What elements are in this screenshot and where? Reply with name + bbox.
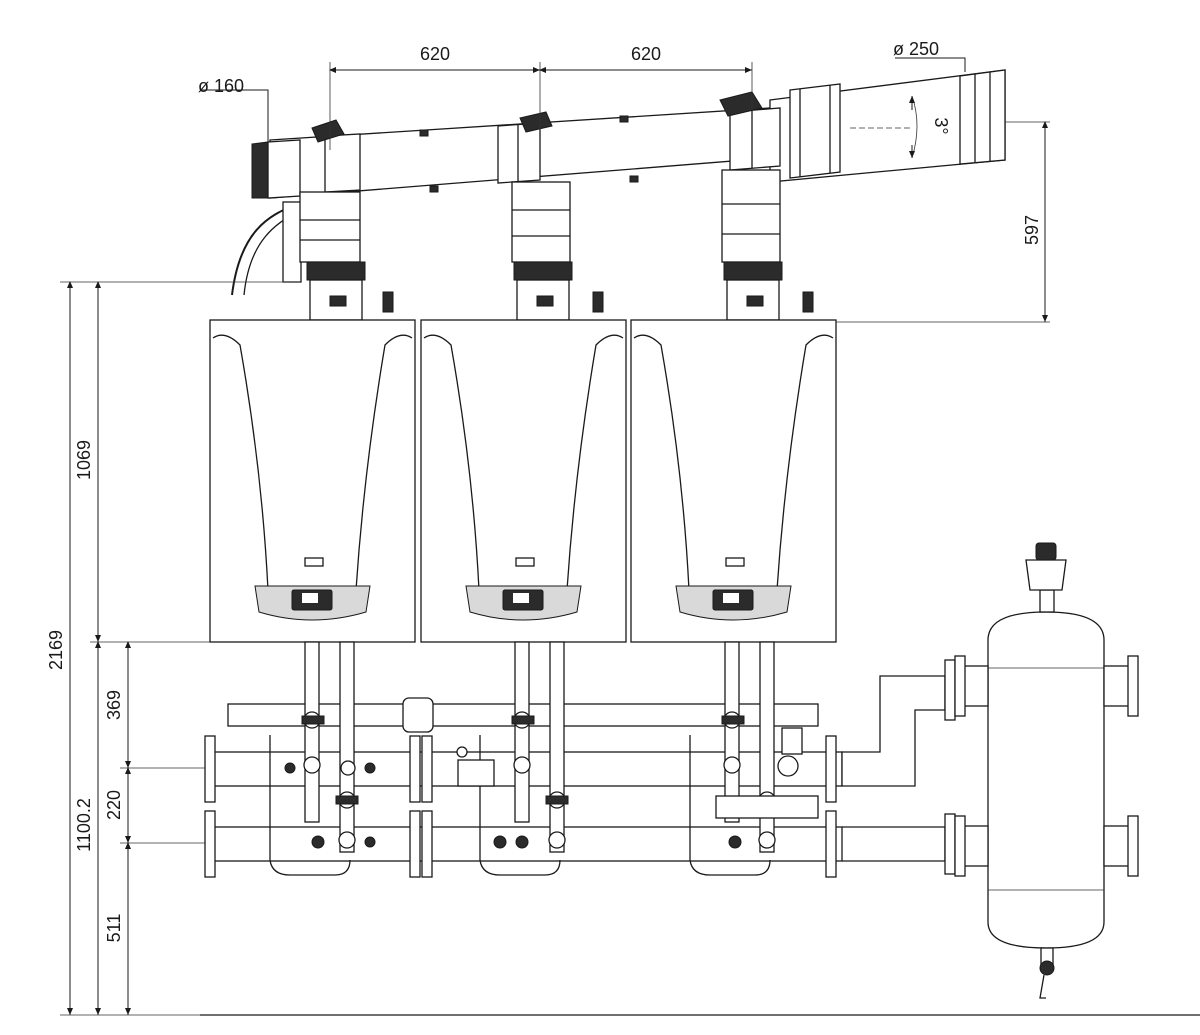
dimension-lines xyxy=(60,57,1050,1016)
dim-spacing-1: 620 xyxy=(420,44,450,64)
valve-set-1 xyxy=(284,641,376,853)
dim-flue-diameter-small: ø 160 xyxy=(198,76,244,96)
dim-pipe-spacing: 220 xyxy=(104,790,124,820)
hydraulic-manifold xyxy=(204,641,956,878)
boiler-unit-1 xyxy=(209,319,416,643)
valve-set-3 xyxy=(715,641,819,853)
hydraulic-separator xyxy=(954,542,1139,999)
dim-flue-slope: 3° xyxy=(931,117,951,134)
dim-boiler-height: 1069 xyxy=(74,440,94,480)
dim-floor-offset: 511 xyxy=(104,914,124,943)
dim-total-height: 2169 xyxy=(46,630,66,670)
boiler-unit-2 xyxy=(420,319,627,643)
dim-spacing-2: 620 xyxy=(631,44,661,64)
dim-offset-upper: 369 xyxy=(104,690,124,720)
valve-set-2 xyxy=(456,641,569,853)
flue-header xyxy=(231,69,1006,296)
flue-risers xyxy=(299,169,814,321)
dim-flue-diameter-large: ø 250 xyxy=(893,39,939,59)
boiler-unit-3 xyxy=(630,319,837,643)
dim-flue-height: 597 xyxy=(1022,215,1042,245)
dim-manifold-height: 1100.2 xyxy=(74,798,94,852)
